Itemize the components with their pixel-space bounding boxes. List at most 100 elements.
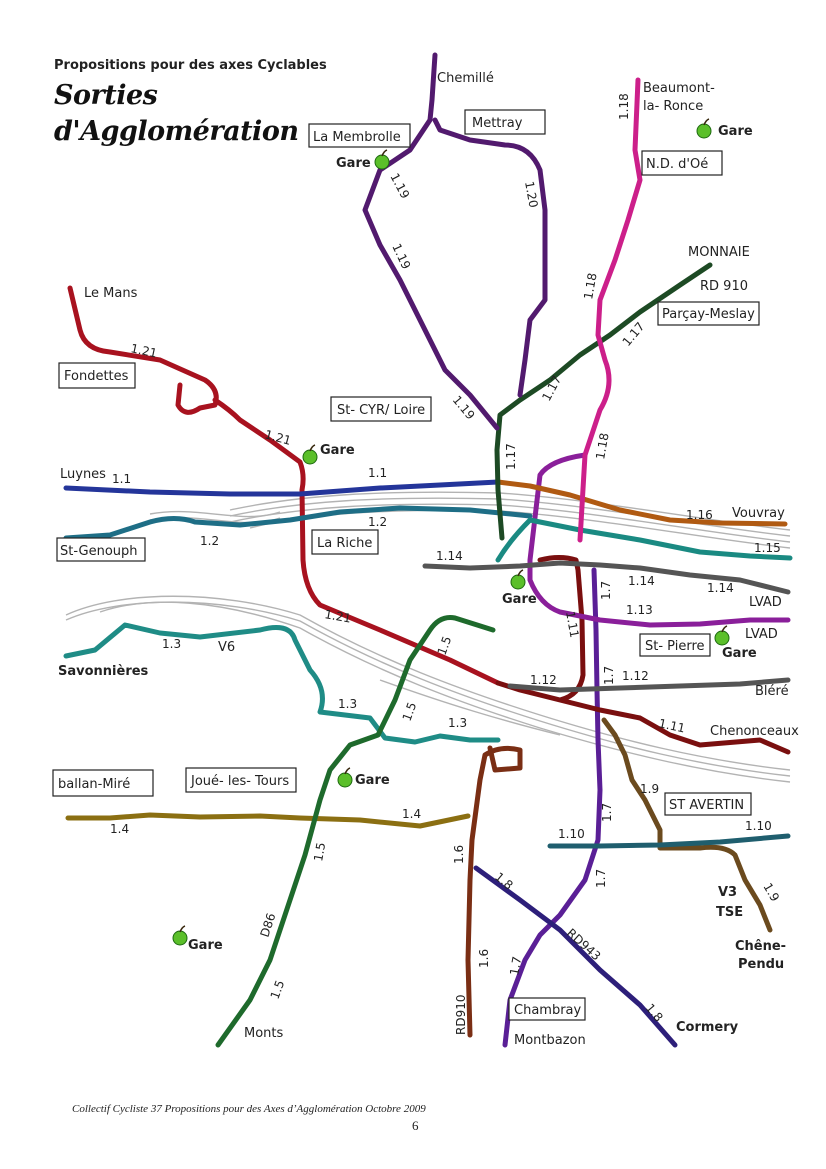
place-ballan-mire: ballan-Miré xyxy=(58,777,130,792)
label-1-15: 1.15 xyxy=(754,541,781,555)
label-1-7-a: 1.7 xyxy=(599,581,613,600)
route-1-11 xyxy=(495,555,791,755)
label-1-13: 1.13 xyxy=(626,603,653,617)
place-mettray: Mettray xyxy=(472,116,523,131)
route-1-8 xyxy=(473,865,678,1048)
label-1-7-c: 1.7 xyxy=(600,803,614,822)
station-la-riche: Gare xyxy=(302,443,355,465)
label-1-2-b: 1.2 xyxy=(368,515,387,529)
route-1-5 xyxy=(215,615,496,1048)
place-tse: TSE xyxy=(716,905,743,920)
label-1-21-b: 1.21 xyxy=(263,427,292,447)
station-label: Gare xyxy=(722,646,757,661)
place-luynes: Luynes xyxy=(60,467,106,482)
label-1-3-b: 1.3 xyxy=(338,697,357,711)
green-apple-icon xyxy=(302,444,318,465)
route-1-14 xyxy=(422,560,791,595)
place-v3: V3 xyxy=(718,885,737,900)
label-1-11-b: 1.11 xyxy=(657,716,686,735)
label-1-11-a: 1.11 xyxy=(563,610,581,639)
place-vouvray: Vouvray xyxy=(732,506,785,521)
road-d86: D86 xyxy=(258,911,279,939)
station-beaumont: Gare xyxy=(696,118,753,139)
place-chene-1: Chêne- xyxy=(735,939,786,954)
place-chenonceaux: Chenonceaux xyxy=(710,724,799,739)
label-1-6-a: 1.6 xyxy=(452,845,466,864)
route-1-1 xyxy=(63,479,501,497)
label-1-5-c: 1.5 xyxy=(311,841,328,862)
route-labels: 1.1 1.1 1.2 1.2 1.3 1.3 1.3 1.4 1.4 1.5 … xyxy=(110,93,782,1024)
label-1-16: 1.16 xyxy=(686,508,713,522)
place-blere: Bléré xyxy=(755,684,789,699)
label-1-20: 1.20 xyxy=(522,180,540,209)
station-st-pierre: Gare xyxy=(714,625,757,661)
route-1-4 xyxy=(65,812,471,829)
route-1-2 xyxy=(63,505,533,541)
route-1-16 xyxy=(495,479,788,527)
place-st-cyr: St- CYR/ Loire xyxy=(337,403,425,418)
station-tours: Gare xyxy=(502,569,537,607)
route-1-18 xyxy=(577,77,643,543)
station-label: Gare xyxy=(718,124,753,139)
title-line-1: Sorties xyxy=(54,80,158,111)
station-label: Gare xyxy=(336,156,371,171)
station-label: Gare xyxy=(502,592,537,607)
label-1-7-b: 1.7 xyxy=(602,666,616,685)
station-monts: Gare xyxy=(172,925,223,953)
label-1-1-b: 1.1 xyxy=(368,466,387,480)
place-la-membrolle: La Membrolle xyxy=(313,130,401,145)
label-1-10-a: 1.10 xyxy=(558,827,585,841)
stations: Gare Gare Gare xyxy=(172,118,757,953)
place-st-genouph: St-Genouph xyxy=(60,544,138,559)
road-rd910-south: RD910 xyxy=(454,995,468,1035)
route-1-3 xyxy=(63,622,501,745)
label-1-18-c: 1.18 xyxy=(593,432,611,461)
station-label: Gare xyxy=(188,938,223,953)
place-chambray: Chambray xyxy=(514,1003,582,1018)
route-1-21 xyxy=(67,285,501,686)
route-1-17 xyxy=(494,262,713,541)
green-apple-icon xyxy=(714,625,730,646)
route-1-6 xyxy=(465,745,523,1038)
label-1-18-b: 1.18 xyxy=(581,272,599,301)
place-cormery: Cormery xyxy=(676,1020,739,1035)
place-parcay-meslay: Parçay-Meslay xyxy=(662,307,755,322)
place-montbazon: Montbazon xyxy=(514,1033,586,1048)
place-st-pierre: St- Pierre xyxy=(645,639,705,654)
place-chene-2: Pendu xyxy=(738,957,784,972)
station-joue: Gare xyxy=(337,767,390,788)
label-1-6-b: 1.6 xyxy=(477,949,491,968)
place-lvad-2: LVAD xyxy=(745,627,778,642)
route-1-12 xyxy=(507,677,791,693)
label-1-7-d: 1.7 xyxy=(594,869,608,888)
title-line-2: d'Agglomération xyxy=(54,116,299,147)
place-la-riche: La Riche xyxy=(317,536,372,551)
place-fondettes: Fondettes xyxy=(64,369,129,384)
route-1-13 xyxy=(527,452,791,628)
page-number: 6 xyxy=(412,1118,419,1133)
label-1-14-c: 1.14 xyxy=(707,581,734,595)
label-1-10-b: 1.10 xyxy=(745,819,772,833)
station-label: Gare xyxy=(355,773,390,788)
label-1-4-a: 1.4 xyxy=(110,822,129,836)
green-apple-icon xyxy=(374,149,390,170)
label-1-1-a: 1.1 xyxy=(112,472,131,486)
label-1-8-a: 1.8 xyxy=(492,870,516,893)
route-1-9 xyxy=(601,717,773,933)
label-1-9-a: 1.9 xyxy=(640,782,659,796)
label-1-4-b: 1.4 xyxy=(402,807,421,821)
place-boxes xyxy=(52,109,760,1021)
route-1-19 xyxy=(362,52,500,431)
label-1-12-a: 1.12 xyxy=(530,673,557,687)
place-beaumont-1: Beaumont- xyxy=(643,81,715,96)
label-1-19-a: 1.19 xyxy=(387,171,412,201)
route-1-15 xyxy=(495,517,793,563)
label-1-21-a: 1.21 xyxy=(129,341,158,360)
place-labels: Chemillé Mettray La Membrolle Beaumont- … xyxy=(58,71,799,1048)
footer-text: Collectif Cycliste 37 Propositions pour … xyxy=(72,1103,426,1115)
supertitle: Propositions pour des axes Cyclables xyxy=(54,58,327,73)
place-st-avertin: ST AVERTIN xyxy=(669,798,744,813)
place-lvad-1: LVAD xyxy=(749,595,782,610)
routes xyxy=(63,52,793,1048)
